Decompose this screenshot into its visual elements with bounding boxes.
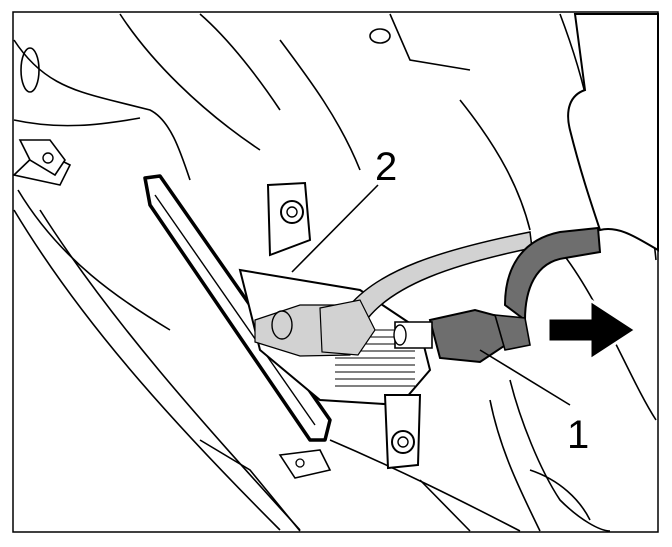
sensor-light <box>254 231 533 357</box>
body-hole <box>369 28 391 44</box>
lower-bolt <box>383 394 422 470</box>
bracket-arm-inner <box>154 194 316 426</box>
bracket-arm <box>143 174 332 442</box>
mount-tab-upper <box>18 139 66 177</box>
upper-bolt <box>266 181 312 257</box>
strut <box>567 13 659 252</box>
direction-arrow-icon <box>546 297 639 363</box>
left-hole <box>20 47 40 93</box>
connector-dark <box>393 226 602 364</box>
leader-line-2 <box>291 184 379 273</box>
callout-1: 1 <box>567 413 589 457</box>
callout-2: 2 <box>375 145 397 189</box>
leader-line-1 <box>479 349 571 406</box>
figure-border <box>12 11 659 533</box>
mount-tab-lower <box>278 449 332 479</box>
